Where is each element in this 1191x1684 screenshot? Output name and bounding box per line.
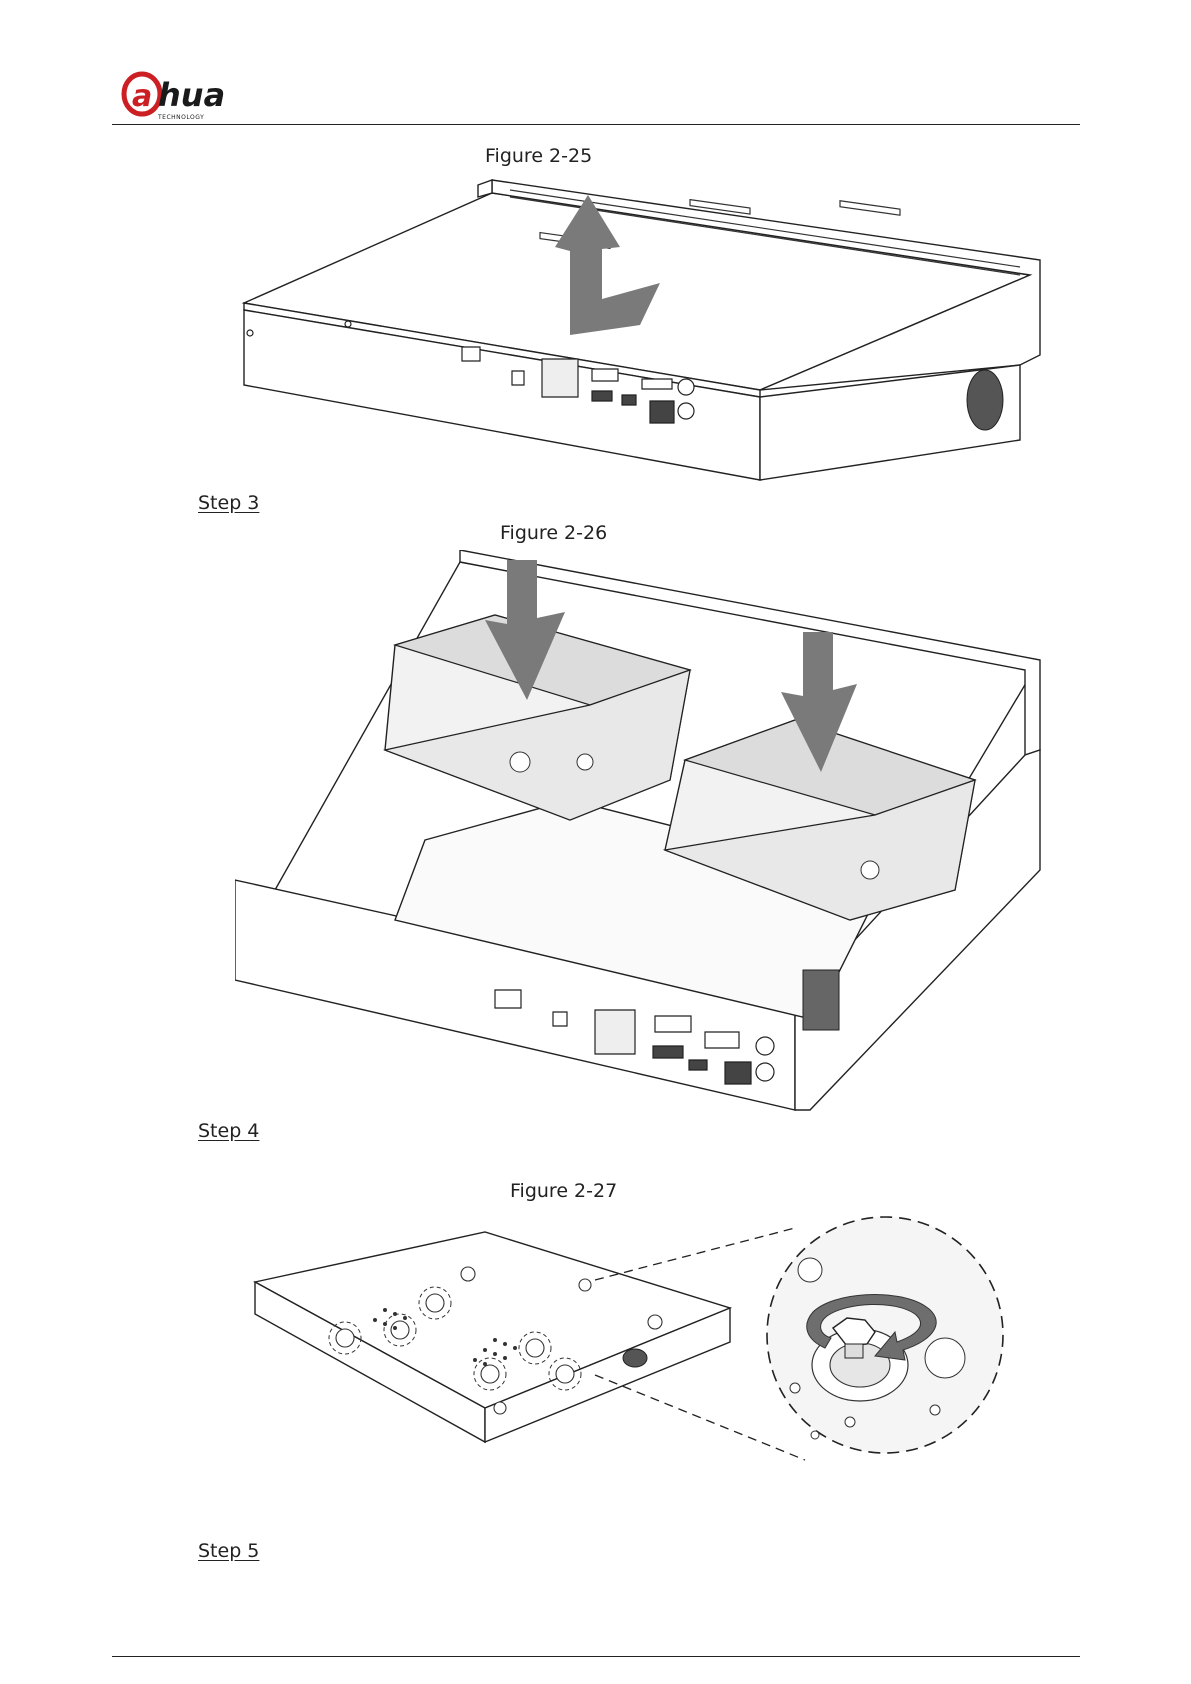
figure-2-25-illustration xyxy=(230,175,1050,485)
svg-text:TECHNOLOGY: TECHNOLOGY xyxy=(157,114,204,121)
dahua-logo: a hua TECHNOLOGY xyxy=(120,70,280,126)
footer-rule xyxy=(112,1656,1080,1657)
svg-text:a: a xyxy=(132,79,152,114)
svg-text:hua: hua xyxy=(158,76,225,114)
fan xyxy=(803,970,839,1030)
figure-2-27-illustration xyxy=(235,1210,1055,1520)
vent-grill xyxy=(967,370,1003,430)
figure-caption-2-27: Figure 2-27 xyxy=(510,1180,617,1202)
step-3-label: Step 3 xyxy=(198,492,259,514)
figure-caption-2-26: Figure 2-26 xyxy=(500,522,607,544)
header-rule xyxy=(112,124,1080,125)
logo-mark: a hua TECHNOLOGY xyxy=(120,70,280,126)
step-4-label: Step 4 xyxy=(198,1120,259,1142)
figure-caption-2-25: Figure 2-25 xyxy=(485,145,592,167)
figure-2-26-illustration xyxy=(235,550,1055,1120)
step-5-label: Step 5 xyxy=(198,1540,259,1562)
